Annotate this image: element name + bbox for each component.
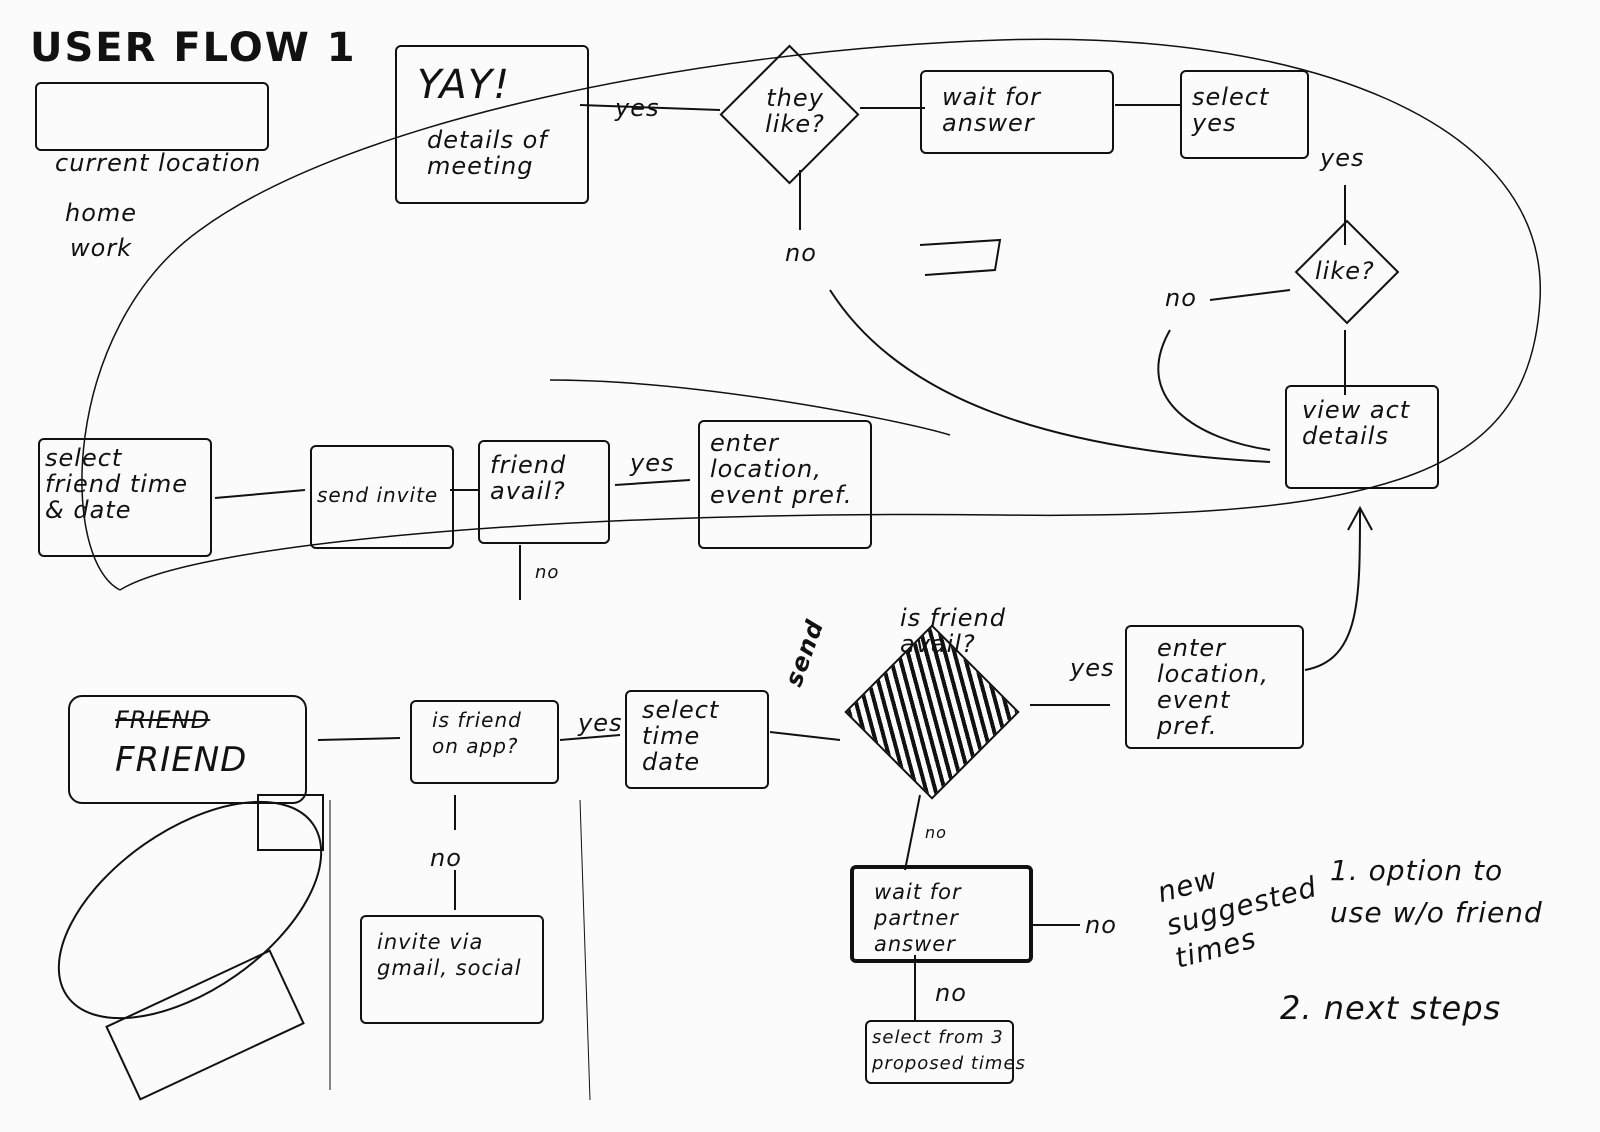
yes-label: yes — [630, 449, 675, 477]
invite-via-label: invite via gmail, social — [377, 930, 522, 980]
select-yes-label: select yes — [1192, 83, 1270, 137]
select-time-date-label: select time date — [642, 696, 720, 776]
no-label: no — [935, 979, 967, 1007]
friend-avail-label: friend avail? — [490, 451, 567, 505]
select-from-label: select from 3 proposed times — [872, 1027, 1026, 1074]
send-invite-box: send invite — [310, 445, 454, 549]
select-from-box: select from 3 proposed times — [865, 1020, 1025, 1084]
view-act-details-box: view act details — [1285, 385, 1439, 489]
enter-location-box-2: enter location, event pref. — [1125, 625, 1304, 749]
they-like-label: they like? — [765, 84, 825, 138]
yes-label: yes — [578, 709, 623, 737]
page-title: USER FLOW 1 — [30, 25, 357, 71]
friend-label: FRIEND — [115, 740, 248, 780]
friend-struck-label: FRIEND — [115, 706, 211, 734]
enter-location-box: enter location, event pref. — [698, 420, 872, 549]
send-invite-label: send invite — [317, 483, 439, 507]
note-item-2: 2. next steps — [1280, 989, 1502, 1027]
enter-location-label: enter location, event pref. — [710, 429, 853, 509]
wait-for-answer-box: wait for answer — [920, 70, 1114, 154]
note-item-1: 1. option to use w/o friend — [1330, 854, 1543, 929]
like-label: like? — [1315, 257, 1375, 285]
location-label: current location — [55, 149, 262, 177]
wait-for-answer-label: wait for answer — [942, 83, 1042, 137]
location-input[interactable] — [35, 82, 269, 151]
select-yes-box: select yes — [1180, 70, 1309, 159]
yay-details: details of meeting — [427, 126, 548, 180]
is-friend-on-app-box: is friend on app? — [410, 700, 559, 784]
enter-location-label: enter location, event pref. — [1157, 634, 1269, 740]
no-label: no — [1085, 911, 1117, 939]
no-label: no — [535, 562, 560, 583]
no-label: no — [1165, 284, 1197, 312]
yay-heading: YAY! — [417, 62, 511, 108]
location-option-home[interactable]: home — [65, 199, 138, 227]
wait-partner-label: wait for partner answer — [874, 880, 962, 956]
yay-box: YAY! details of meeting — [395, 45, 589, 204]
yes-label: yes — [615, 94, 660, 122]
select-friend-box: select friend time & date — [38, 438, 212, 557]
no-label: no — [925, 823, 947, 842]
friend-avail-box: friend avail? — [478, 440, 610, 544]
invite-via-box: invite via gmail, social — [360, 915, 544, 1024]
location-option-work[interactable]: work — [70, 234, 133, 262]
no-label: no — [785, 239, 817, 267]
is-friend-on-app-label: is friend on app? — [432, 708, 522, 758]
yes-label: yes — [1070, 654, 1115, 682]
select-time-date-box: select time date — [625, 690, 769, 789]
select-friend-label: select friend time & date — [45, 444, 189, 524]
view-act-details-label: view act details — [1302, 396, 1411, 450]
no-label: no — [430, 844, 462, 872]
is-friend-avail-label: is friend avail? — [900, 604, 1006, 658]
wait-partner-box: wait for partner answer — [850, 865, 1033, 963]
friend-box: FRIEND FRIEND — [68, 695, 307, 804]
yes-label: yes — [1320, 144, 1365, 172]
